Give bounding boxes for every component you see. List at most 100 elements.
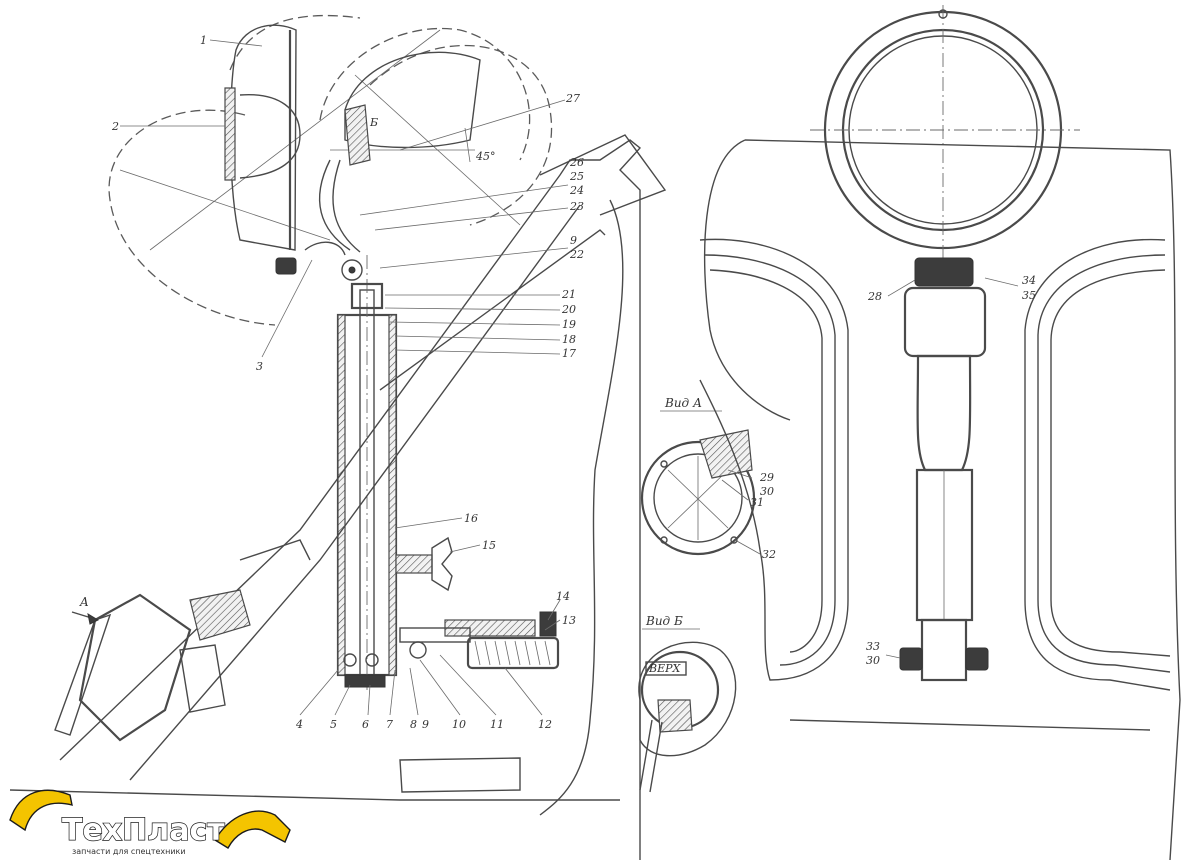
label-14: 14 bbox=[556, 590, 570, 603]
leader-19 bbox=[389, 321, 561, 326]
label-20: 20 bbox=[561, 303, 576, 316]
leader-10 bbox=[419, 659, 461, 716]
label-15: 15 bbox=[482, 539, 496, 552]
leader-29-30 bbox=[727, 469, 753, 479]
bottom-bolt-right bbox=[365, 653, 379, 667]
leader-13 bbox=[544, 619, 561, 631]
view-b-outline bbox=[638, 641, 737, 757]
label-6: 6 bbox=[362, 718, 369, 731]
label-17: 17 bbox=[562, 347, 576, 360]
column-top-cap bbox=[350, 282, 384, 310]
label-32: 32 bbox=[762, 548, 776, 561]
label-9b: 9 bbox=[570, 234, 577, 247]
leader-3 bbox=[261, 259, 313, 358]
label-24: 24 bbox=[569, 184, 584, 197]
arm-taper bbox=[916, 354, 972, 472]
mirror-housing-front bbox=[229, 24, 297, 251]
leader-34-35 bbox=[984, 277, 1019, 287]
view-b-mark-box bbox=[645, 661, 687, 676]
label-34: 34 bbox=[1022, 274, 1036, 287]
mirror-tilted-outline bbox=[319, 27, 531, 161]
column-wall-left bbox=[337, 314, 346, 676]
floor-line bbox=[9, 789, 620, 801]
leader-23 bbox=[374, 207, 569, 231]
arm-clamp-block bbox=[914, 257, 974, 287]
rear-view: 28 34 35 33 30 bbox=[699, 5, 1181, 860]
label-2: 2 bbox=[111, 120, 119, 133]
door-edge bbox=[379, 229, 606, 391]
label-11: 11 bbox=[490, 718, 504, 731]
main-assembly bbox=[9, 14, 667, 860]
leader-33-30 bbox=[885, 654, 901, 659]
left-recess-inner bbox=[709, 269, 823, 653]
side-lamp-housing bbox=[78, 593, 192, 742]
label-1: 1 bbox=[200, 34, 207, 47]
logo-excavator-arm-icon bbox=[214, 810, 291, 849]
leader-16 bbox=[394, 517, 463, 529]
leader-31 bbox=[721, 479, 749, 501]
label-28: 28 bbox=[867, 290, 882, 303]
view-a-hole-1 bbox=[660, 460, 668, 468]
mirror-ball-joint bbox=[344, 104, 371, 166]
mirror-tilted-housing bbox=[344, 51, 481, 149]
cable-2 bbox=[332, 159, 361, 253]
view-a-flange bbox=[640, 440, 756, 556]
label-21: 21 bbox=[561, 288, 576, 301]
cab-bottom bbox=[789, 719, 1151, 731]
clamp-ring bbox=[304, 241, 346, 256]
body-panel-outline bbox=[59, 139, 642, 860]
logo-name: ТехПласт bbox=[62, 813, 225, 848]
top-screw bbox=[938, 9, 948, 19]
arm-tube bbox=[915, 468, 974, 622]
label-mark-b: Б bbox=[369, 116, 378, 129]
leader-15 bbox=[449, 544, 481, 553]
left-recess-outer bbox=[699, 238, 849, 681]
leader-27 bbox=[399, 99, 566, 151]
label-4: 4 bbox=[295, 718, 303, 731]
lever-pivot bbox=[409, 641, 427, 659]
label-9: 9 bbox=[422, 718, 429, 731]
leader-18 bbox=[394, 335, 561, 341]
arrow-a-head bbox=[87, 612, 100, 625]
label-23: 23 bbox=[569, 200, 584, 213]
mirror-swing-arc-top bbox=[229, 14, 361, 71]
label-19: 19 bbox=[562, 318, 576, 331]
label-30: 30 bbox=[760, 485, 774, 498]
label-10: 10 bbox=[452, 718, 466, 731]
label-7: 7 bbox=[386, 718, 393, 731]
leader-26 bbox=[359, 184, 569, 216]
body-curve-right bbox=[539, 199, 624, 816]
link-lever bbox=[399, 627, 471, 643]
label-22: 22 bbox=[569, 248, 584, 261]
logo-excavator-bucket-icon bbox=[9, 789, 73, 832]
view-b-mark-text: ВЕРХ bbox=[648, 662, 682, 675]
view-a-hole-4 bbox=[730, 536, 738, 544]
leader-20 bbox=[384, 307, 561, 311]
label-35: 35 bbox=[1022, 289, 1036, 302]
left-recess-mid bbox=[704, 254, 836, 666]
angle-leader bbox=[464, 127, 471, 163]
right-recess-mid bbox=[1037, 254, 1171, 673]
spring-coil bbox=[474, 640, 551, 666]
arm-nut-left bbox=[899, 647, 923, 671]
label-angle: 45° bbox=[475, 150, 496, 163]
label-5: 5 bbox=[330, 718, 337, 731]
bottom-step bbox=[399, 757, 521, 793]
label-8: 8 bbox=[410, 718, 417, 731]
sub-panel-line bbox=[239, 539, 311, 561]
leader-12 bbox=[504, 667, 543, 716]
windshield-frame-top bbox=[539, 134, 667, 216]
body-panel-inner bbox=[129, 204, 581, 781]
leader-1 bbox=[209, 39, 263, 47]
column-bottom-nut bbox=[344, 674, 386, 688]
leader-9-22 bbox=[379, 247, 569, 269]
leader-32 bbox=[734, 539, 761, 555]
label-16: 16 bbox=[464, 512, 478, 525]
label-33: 33 bbox=[866, 640, 880, 653]
leader-11 bbox=[439, 654, 497, 716]
label-31: 31 bbox=[750, 496, 764, 509]
bottom-bolt-left bbox=[343, 653, 357, 667]
view-a-hole-3 bbox=[660, 536, 668, 544]
leader-4 bbox=[299, 669, 339, 716]
